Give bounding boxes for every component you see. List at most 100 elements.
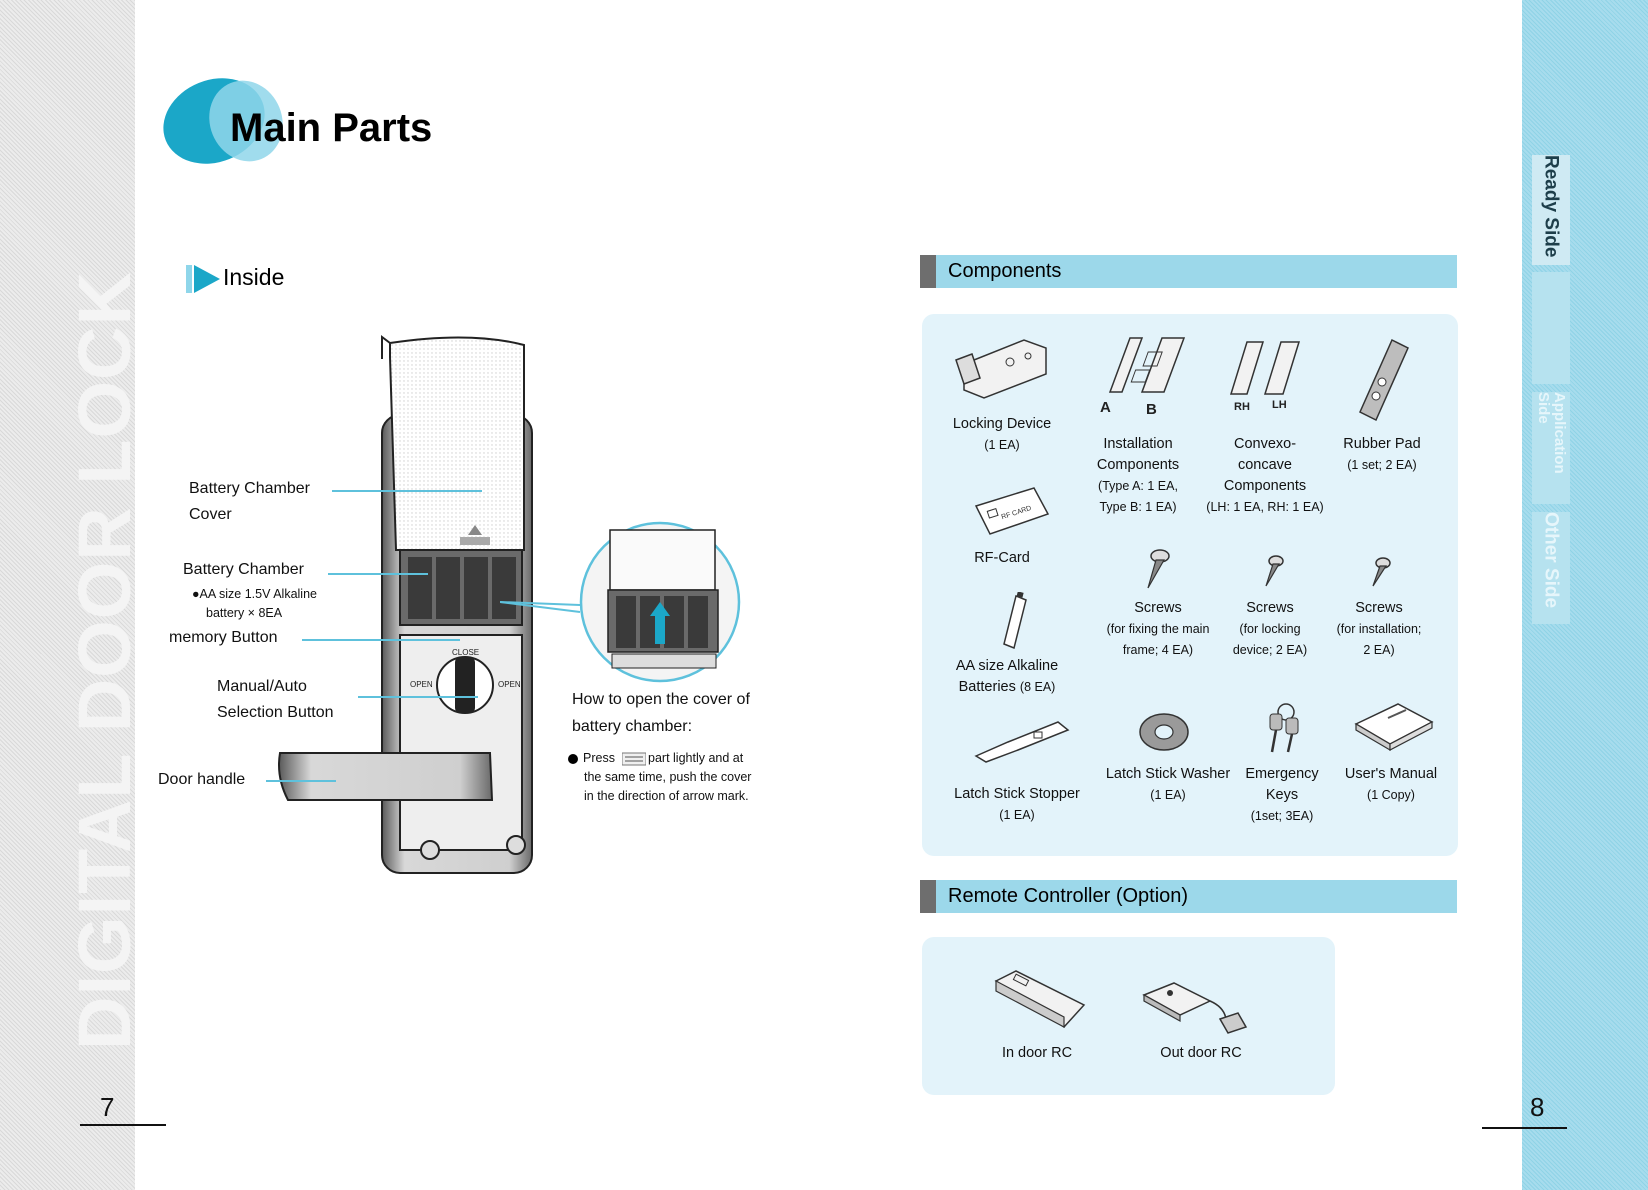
section-arrow-icon <box>186 265 220 293</box>
emergency-keys-icon <box>1269 703 1299 753</box>
screws-main-name: Screws <box>1134 600 1182 616</box>
page-title: Main Parts <box>230 106 433 150</box>
latch-washer-name: Latch Stick Washer <box>1105 766 1231 782</box>
installation-tag-a: A <box>1100 399 1111 416</box>
cover-instructions-line2: the same time, push the cover <box>584 770 752 784</box>
page-number-left: 7 <box>100 1092 115 1122</box>
page-number-right: 8 <box>1530 1092 1545 1122</box>
remote-panel: In door RC Out door RC <box>922 937 1335 1095</box>
open-label-left: OPEN <box>410 680 433 689</box>
battery-note-line2: battery × 8EA <box>206 606 283 620</box>
installation-name-line2: Components <box>1096 457 1180 473</box>
aa-battery-icon <box>1003 592 1027 650</box>
leader-battery-chamber <box>328 573 428 575</box>
door-lock-illustration: CLOSE OPEN OPEN <box>278 335 533 874</box>
convexo-name-line3: Components <box>1223 478 1307 494</box>
section-marker <box>920 255 936 288</box>
emergency-keys-qty: (1set; 3EA) <box>1250 809 1314 823</box>
tab-blank <box>1532 272 1570 384</box>
leader-manual-auto <box>358 696 478 698</box>
batteries-name-line1: AA size Alkaline <box>955 658 1059 674</box>
battery-note-line1: ●AA size 1.5V Alkaline <box>192 587 317 601</box>
tab-other-side[interactable]: Other Side <box>1532 512 1570 624</box>
rubber-pad-icon <box>1359 338 1409 422</box>
emergency-keys-name-line1: Emergency <box>1245 766 1319 782</box>
tab-application-side[interactable]: Application Side <box>1532 392 1570 504</box>
tab-other-side-label: Other Side <box>1540 512 1562 609</box>
installation-tag-b: B <box>1146 401 1157 418</box>
screws-main-qty-line2: frame; 4 EA) <box>1122 643 1194 657</box>
latch-stick-stopper-icon <box>974 721 1070 763</box>
press-part-icon <box>622 752 646 766</box>
users-manual-name: User's Manual <box>1344 766 1438 782</box>
outdoor-rc-label: Out door RC <box>1160 1045 1242 1061</box>
locking-device-qty: (1 EA) <box>984 438 1020 452</box>
emergency-keys-name-line2: Keys <box>1265 787 1299 803</box>
callout-battery-chamber: Battery Chamber <box>183 561 304 578</box>
rubber-pad-name: Rubber Pad <box>1343 436 1421 452</box>
leader-memory-button <box>302 639 460 641</box>
users-manual-qty: (1 Copy) <box>1367 788 1415 802</box>
close-label: CLOSE <box>452 648 479 657</box>
indoor-rc-icon <box>994 970 1086 1028</box>
locking-device-icon <box>955 339 1047 399</box>
tab-application-side-label: Application Side <box>1535 392 1568 474</box>
cover-instructions-line1: part lightly and at <box>648 751 744 765</box>
callout-manual-auto-line1: Manual/Auto <box>217 678 307 695</box>
cover-instructions-title-line1: How to open the cover of <box>572 691 750 708</box>
callout-battery-cover-line1: Battery Chamber <box>189 480 310 497</box>
components-title: Components <box>948 260 1062 282</box>
section-marker <box>920 880 936 913</box>
latch-stopper-qty: (1 EA) <box>999 808 1035 822</box>
rubber-pad-qty: (1 set; 2 EA) <box>1347 458 1417 472</box>
left-margin-band <box>0 0 135 1190</box>
rf-card-name: RF-Card <box>974 550 1030 566</box>
latch-stopper-name: Latch Stick Stopper <box>954 786 1080 802</box>
remote-section-header: Remote Controller (Option) <box>920 880 1457 913</box>
screw-main-frame-icon <box>1147 549 1170 589</box>
callout-manual-auto-line2: Selection Button <box>217 704 334 721</box>
batteries-name-line2: Batteries <box>958 679 1016 695</box>
installation-name-line1: Installation <box>1103 436 1173 452</box>
components-section-header: Components <box>920 255 1457 288</box>
convexo-name-line2: concave <box>1237 457 1292 473</box>
screws-locking-qty-line2: device; 2 EA) <box>1232 643 1308 657</box>
inside-section-label: Inside <box>223 264 285 290</box>
vertical-book-title: DIGITAL DOOR LOCK <box>63 271 146 1050</box>
installation-qty-line2: Type B: 1 EA) <box>1099 500 1177 514</box>
cover-instructions-title-line2: battery chamber: <box>572 718 693 735</box>
callout-door-handle: Door handle <box>158 771 246 788</box>
tab-ready-side[interactable]: Ready Side <box>1532 155 1570 265</box>
convexo-name-line1: Convexo- <box>1233 436 1297 452</box>
convexo-qty: (LH: 1 EA, RH: 1 EA) <box>1206 500 1324 514</box>
latch-stick-washer-icon <box>1139 713 1189 751</box>
components-panel: Locking Device (1 EA) A B Installation C… <box>922 314 1458 856</box>
tab-ready-side-label: Ready Side <box>1540 155 1562 258</box>
outdoor-rc-icon <box>1142 982 1248 1034</box>
batteries-qty: (8 EA) <box>1019 680 1056 694</box>
locking-device-name: Locking Device <box>952 416 1052 432</box>
screws-locking-name: Screws <box>1246 600 1294 616</box>
battery-zoom-illustration <box>500 521 741 683</box>
convexo-concave-icon <box>1229 341 1301 395</box>
screws-install-qty-line1: (for installation; <box>1336 622 1422 636</box>
open-label-right: OPEN <box>498 680 521 689</box>
installation-components-icon <box>1108 337 1186 393</box>
screws-main-qty-line1: (for fixing the main <box>1106 622 1210 636</box>
leader-battery-cover <box>332 490 482 492</box>
indoor-rc-label: In door RC <box>1001 1045 1073 1061</box>
leader-door-handle <box>266 780 336 782</box>
installation-qty-line1: (Type A: 1 EA, <box>1098 479 1178 493</box>
latch-washer-qty: (1 EA) <box>1150 788 1186 802</box>
page-number-rule-right <box>1482 1127 1567 1129</box>
remote-title: Remote Controller (Option) <box>948 885 1189 907</box>
bullet-icon <box>568 754 578 764</box>
convexo-tag-lh: LH <box>1272 399 1287 411</box>
screws-install-name: Screws <box>1355 600 1403 616</box>
cover-instructions-press: Press <box>583 751 615 765</box>
rf-card-icon: RF CARD <box>974 487 1050 535</box>
screw-locking-device-icon <box>1265 555 1284 587</box>
callout-memory-button: memory Button <box>169 629 278 646</box>
screws-locking-qty-line1: (for locking <box>1239 622 1301 636</box>
convexo-tag-rh: RH <box>1234 401 1250 413</box>
